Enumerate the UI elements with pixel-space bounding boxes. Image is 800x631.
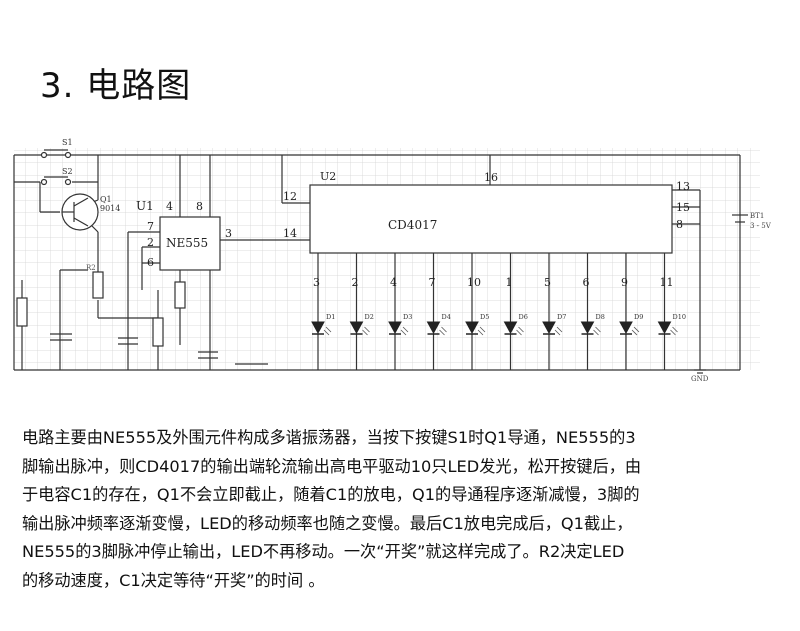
ne555-pin-4: 4 xyxy=(166,200,173,213)
description-line: 输出脉冲频率逐渐变慢，LED的移动频率也随之变慢。最后C1放电完成后，Q1截止， xyxy=(22,513,633,533)
schematic-grid xyxy=(14,148,760,370)
cd4017-pin-15: 15 xyxy=(676,201,690,214)
led-label: D7 xyxy=(557,313,566,321)
led-ray xyxy=(362,329,368,336)
led-ray xyxy=(441,326,447,333)
led-ray xyxy=(325,326,332,333)
description-line: 电路主要由NE555及外围元件构成多谐振荡器，当按下按键S1时Q1导通，NE55… xyxy=(22,428,636,447)
cd4017-output-pin: 3 xyxy=(313,276,320,289)
switch-s2 xyxy=(40,176,72,186)
led-ray xyxy=(323,329,330,336)
led-label: D9 xyxy=(634,313,643,321)
transistor-q1 xyxy=(61,193,99,231)
circuit-schematic: S1 S2 Q1 9014 R2 NE555 U1 4 8 7 2 6 3 CD… xyxy=(13,138,772,383)
cd4017-label: CD4017 xyxy=(388,218,437,232)
cd4017-output-pin: 10 xyxy=(467,276,481,289)
page-title: 3. 电路图 xyxy=(40,66,192,106)
s2-label: S2 xyxy=(62,167,73,176)
description-line: 的移动速度，C1决定等待“开奖”的时间 。 xyxy=(22,570,325,590)
led-diode xyxy=(503,321,518,335)
led-ray xyxy=(595,326,601,333)
led-diode xyxy=(465,321,479,335)
led-ray xyxy=(593,329,599,336)
description-line: 于电容C1的存在，Q1不会立即截止，随着C1的放电，Q1的导通程序逐渐减慢，3脚… xyxy=(22,485,640,505)
led-ray xyxy=(400,329,407,336)
led-label: D3 xyxy=(403,313,412,321)
cd4017-output-pin: 9 xyxy=(621,276,628,289)
ne555-label: NE555 xyxy=(166,236,208,250)
led-diode xyxy=(349,321,364,335)
led-ray xyxy=(631,329,638,336)
led-ray xyxy=(479,326,486,333)
q1-model: 9014 xyxy=(100,204,120,213)
led-label: D5 xyxy=(480,313,489,321)
led-diode xyxy=(657,321,672,335)
led-ray xyxy=(518,326,524,333)
led-ray xyxy=(633,326,640,333)
cd4017-output-pin: 7 xyxy=(429,276,436,289)
r2-label: R2 xyxy=(86,264,96,272)
ne555-chip xyxy=(159,216,221,271)
led-ray xyxy=(556,326,563,333)
led-diode xyxy=(580,321,595,335)
description-line: 脚输出脉冲，则CD4017的输出端轮流输出高电平驱动10只LED发光，松开按键后… xyxy=(22,456,642,476)
led-diode xyxy=(619,321,633,335)
led-ray xyxy=(554,329,561,336)
ne555-pin-3: 3 xyxy=(225,227,232,240)
led-ray xyxy=(672,326,678,333)
cd4017-output-pin: 4 xyxy=(390,276,397,289)
led-label: D4 xyxy=(442,313,451,321)
q1-label: Q1 xyxy=(100,195,112,204)
led-ray xyxy=(516,329,522,336)
led-label: D8 xyxy=(596,313,605,321)
cd4017-pin-8: 8 xyxy=(676,218,683,231)
cd4017-output-pin: 6 xyxy=(583,276,590,289)
cd4017-output-pin: 2 xyxy=(352,276,359,289)
cd4017-output-pin: 11 xyxy=(660,276,674,289)
led-ray xyxy=(670,329,676,336)
led-label: D10 xyxy=(673,313,686,321)
cd4017-pin-14: 14 xyxy=(283,227,297,240)
bt1-value: 3 - 5V xyxy=(750,222,772,230)
ne555-pin-7: 7 xyxy=(147,220,154,233)
cd4017-output-pin: 5 xyxy=(544,276,551,289)
description-line: NE555的3脚脉冲停止输出，LED不再移动。一次“开奖”就这样完成了。R2决定… xyxy=(22,542,625,562)
led-diode xyxy=(542,321,556,335)
ne555-pin-2: 2 xyxy=(147,236,154,249)
led-diode xyxy=(388,321,402,335)
ne555-pin-8: 8 xyxy=(196,200,203,213)
cd4017-pin-16: 16 xyxy=(484,171,498,184)
led-ray xyxy=(439,329,445,336)
s1-label: S1 xyxy=(62,138,73,147)
cd4017-pin-13: 13 xyxy=(676,180,690,193)
led-label: D1 xyxy=(326,313,335,321)
led-ray xyxy=(364,326,370,333)
led-diode xyxy=(311,321,325,335)
led-label: D6 xyxy=(519,313,528,321)
led-ray xyxy=(402,326,409,333)
bt1-label: BT1 xyxy=(750,212,764,220)
passive-components xyxy=(16,271,268,365)
led-label: D2 xyxy=(365,313,374,321)
led-diode xyxy=(426,321,441,335)
cd4017-pin-12: 12 xyxy=(283,190,297,203)
led-ray xyxy=(477,329,484,336)
ne555-pin-6: 6 xyxy=(147,256,154,269)
cd4017-output-pin: 1 xyxy=(506,276,513,289)
switch-s1 xyxy=(40,149,72,159)
gnd-label: GND xyxy=(691,375,709,383)
u1-label: U1 xyxy=(136,199,154,213)
cd4017-chip xyxy=(309,184,673,254)
description-paragraph: 电路主要由NE555及外围元件构成多谐振荡器，当按下按键S1时Q1导通，NE55… xyxy=(22,424,782,596)
u2-label: U2 xyxy=(320,170,336,183)
